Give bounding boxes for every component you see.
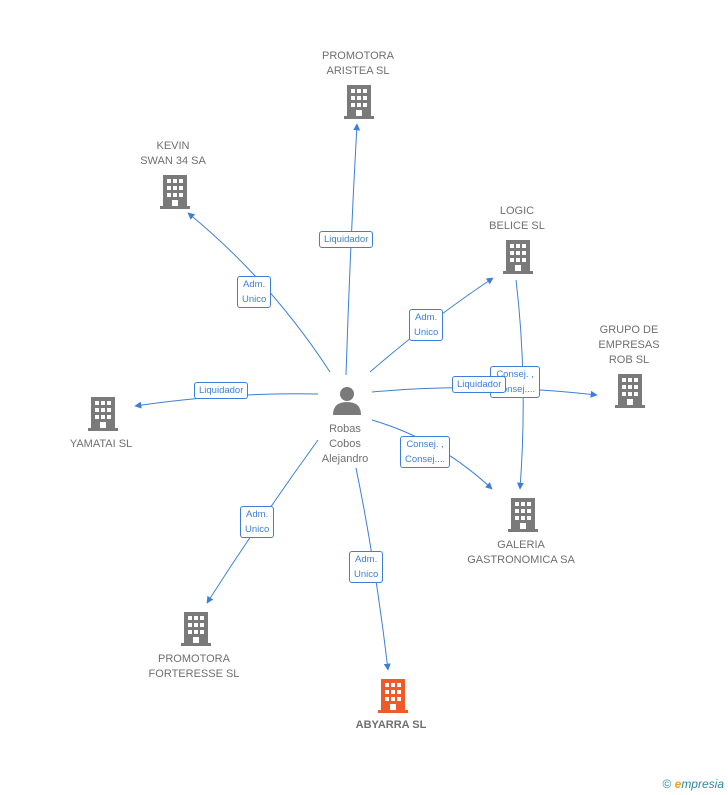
edge-aristea	[345, 123, 361, 376]
edge-label-abyarra: Adm. Unico	[349, 551, 384, 583]
building-icon	[508, 498, 538, 532]
building-icon	[88, 397, 118, 431]
edge-label-forteresse: Adm. Unico	[240, 506, 275, 538]
edge-label-galeria: Consej. , Consej....	[400, 436, 451, 468]
company-abyarra[interactable]: ABYARRA SL	[355, 719, 427, 731]
company-promotora-aristea[interactable]: PROMOTORA ARISTEA SL	[322, 50, 394, 77]
building-icon	[615, 374, 645, 408]
company-logic-belice[interactable]: LOGIC BELICE SL	[489, 205, 545, 232]
edge-label-logic: Adm. Unico	[409, 309, 444, 341]
company-galeria-gastronomica[interactable]: GALERIA GASTRONOMICA SA	[467, 539, 575, 566]
company-grupo-empresas-rob[interactable]: GRUPO DE EMPRESAS ROB SL	[598, 324, 660, 366]
building-icon	[503, 240, 533, 274]
brand-logo-text: mpresia	[681, 777, 724, 791]
company-yamatai[interactable]: YAMATAI SL	[69, 438, 133, 450]
building-icon	[160, 175, 190, 209]
building-icon	[181, 612, 211, 646]
brand-logo-initial: e	[674, 777, 682, 791]
company-kevin-swan[interactable]: KEVIN SWAN 34 SA	[140, 140, 206, 167]
brand-footer: © empresia	[662, 777, 724, 791]
edge-label-yamatai: Liquidador	[194, 382, 249, 399]
edge-label-kevin: Adm. Unico	[237, 276, 272, 308]
building-icon	[344, 85, 374, 119]
building-icon-highlight	[378, 679, 408, 713]
edge-label-grupo: Liquidador	[452, 376, 507, 393]
copyright-icon: ©	[662, 777, 672, 791]
person-name[interactable]: Robas Cobos Alejandro	[321, 423, 369, 465]
person-icon	[333, 387, 361, 415]
edge-label-aristea: Liquidador	[319, 231, 374, 248]
company-promotora-forteresse[interactable]: PROMOTORA FORTERESSE SL	[148, 653, 240, 680]
